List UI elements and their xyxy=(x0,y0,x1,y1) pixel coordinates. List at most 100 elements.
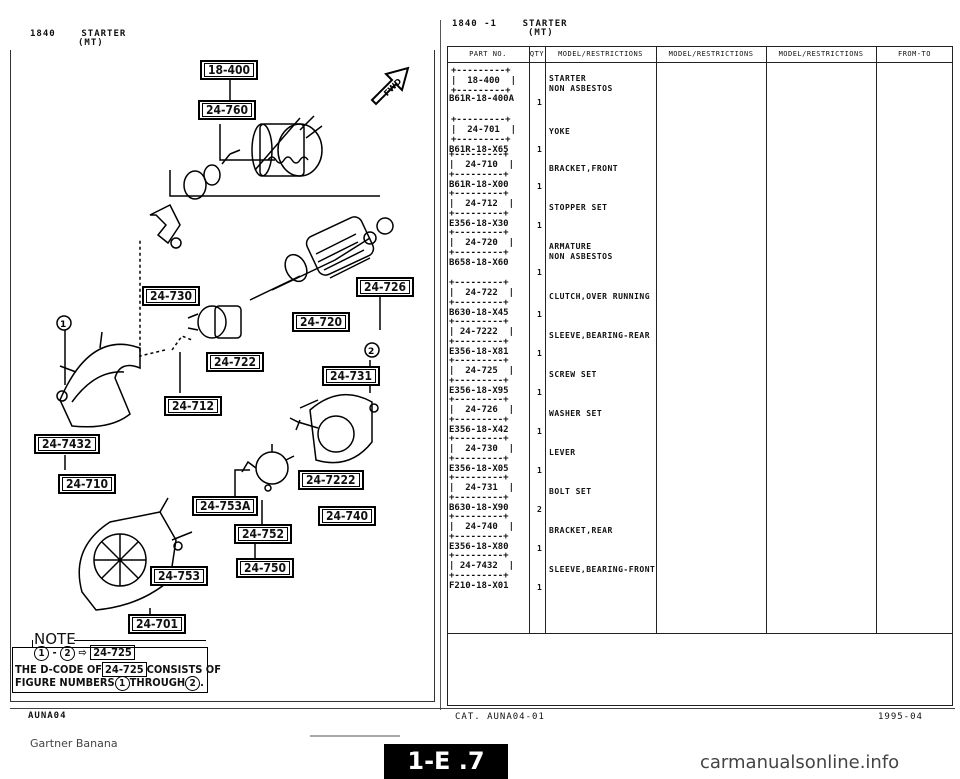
table-row: +---------+ | 24-720 | +---------+ B658-… xyxy=(449,228,612,277)
part-qty: 1 xyxy=(537,544,542,553)
col-rule xyxy=(876,46,877,633)
table-row: +---------+ | 24-726 | +---------+ E356-… xyxy=(449,395,602,436)
note-num-1: 1 xyxy=(34,646,49,661)
callout-2-circle xyxy=(364,342,380,358)
front-bracket-part xyxy=(56,331,141,428)
note-num-2: 2 xyxy=(60,646,75,661)
ref-tag-24-7432: 24-7432 xyxy=(34,434,100,454)
part-qty: 1 xyxy=(537,268,542,277)
disc-part xyxy=(183,170,207,200)
ref-box: +---------+ | 24-712 | +---------+ E356-… xyxy=(449,189,515,229)
ref-tag-24-710: 24-710 xyxy=(58,474,117,494)
table-header-rule xyxy=(447,62,953,63)
ref-tag-24-752: 24-752 xyxy=(234,524,293,544)
ref-code: 24-726 xyxy=(465,405,498,415)
left-header-title: STARTER xyxy=(81,29,127,39)
callout-2-label: 2 xyxy=(368,347,374,357)
left-header-code: 1840 xyxy=(30,29,56,39)
part-qty: 2 xyxy=(537,505,542,514)
part-desc: SLEEVE,BEARING-FRONT xyxy=(549,565,656,574)
part-number: E356-18-X30 xyxy=(449,219,509,229)
footer-date: 1995-04 xyxy=(878,712,923,722)
th-model-2: MODEL/RESTRICTIONS xyxy=(668,50,754,58)
brush-holder-part xyxy=(241,444,295,492)
table-row: +---------+ | 24-730 | +---------+ E356-… xyxy=(449,434,575,475)
part-desc: SCREW SET xyxy=(549,370,597,379)
ref-box: +---------+ | 24-722 | +---------+ B630-… xyxy=(449,278,515,318)
ref-code: 24-7432 xyxy=(459,561,498,571)
ref-box: +---------+ | 24-7222 | +---------+ E356… xyxy=(449,317,515,357)
note-tag: 24-725 xyxy=(90,645,135,660)
note-rule xyxy=(74,640,206,641)
table-row: +---------+ | 24-7222 | +---------+ E356… xyxy=(449,317,650,358)
washer-part xyxy=(376,217,394,235)
part-number: E356-18-X81 xyxy=(449,347,509,357)
lever-part xyxy=(149,203,181,245)
part-number: B630-18-X45 xyxy=(449,308,509,318)
spring-part xyxy=(267,156,309,164)
col-rule xyxy=(766,46,767,633)
th-model-3: MODEL/RESTRICTIONS xyxy=(778,50,864,58)
leader-line xyxy=(234,469,250,500)
diagram-frame xyxy=(10,50,435,702)
ref-code: 24-701 xyxy=(467,125,500,135)
ref-code: 24-7222 xyxy=(459,327,498,337)
leader-line xyxy=(171,335,193,351)
ref-tag-24-726: 24-726 xyxy=(356,277,415,297)
washer-part xyxy=(173,541,183,551)
note-frame xyxy=(12,647,208,693)
part-number: B61R-18-400A xyxy=(449,94,515,104)
footer-left-code: AUNA04 xyxy=(28,711,67,721)
clutch-part xyxy=(187,305,242,339)
ref-tag-24-712: 24-712 xyxy=(164,396,223,416)
ref-tag-24-720: 24-720 xyxy=(292,312,351,332)
ref-tag-24-753: 24-753 xyxy=(150,566,209,586)
right-header: 1840 -1 STARTER (MT) xyxy=(452,20,568,38)
note-rule xyxy=(32,640,33,647)
leader-line xyxy=(219,124,275,161)
parts-table xyxy=(447,46,953,706)
part-number: E356-18-X42 xyxy=(449,425,509,435)
part-qty: 1 xyxy=(537,145,542,154)
ref-code: 24-712 xyxy=(465,199,498,209)
part-number: B61R-18-X00 xyxy=(449,180,509,190)
pin-part xyxy=(170,237,182,249)
table-bottom-rule xyxy=(447,633,953,634)
ref-code: 24-740 xyxy=(465,522,498,532)
table-row: +---------+ | 24-725 | +---------+ E356-… xyxy=(449,356,596,397)
part-number: E356-18-X80 xyxy=(449,542,509,552)
part-desc: YOKE xyxy=(549,127,571,136)
left-header-subtitle: (MT) xyxy=(78,38,104,48)
part-desc: SLEEVE,BEARING-REAR xyxy=(549,331,651,340)
col-rule xyxy=(545,46,546,633)
ref-tag-24-722: 24-722 xyxy=(206,352,265,372)
part-desc: BOLT SET xyxy=(549,487,592,496)
ref-tag-24-7222: 24-7222 xyxy=(298,470,364,490)
part-desc: LEVER xyxy=(549,448,576,457)
part-qty: 1 xyxy=(537,310,542,319)
table-row: +---------+ | 24-740 | +---------+ E356-… xyxy=(449,512,612,553)
footer-cat: CAT. AUNA04-01 xyxy=(455,712,545,722)
left-header: 1840 STARTER (MT) xyxy=(30,30,126,48)
part-number: E356-18-X95 xyxy=(449,386,509,396)
washer-part xyxy=(363,231,377,245)
right-header-code: 1840 -1 xyxy=(452,19,497,29)
part-qty: 1 xyxy=(537,388,542,397)
part-qty: 1 xyxy=(537,466,542,475)
ref-box: +---------+ | 24-726 | +---------+ E356-… xyxy=(449,395,515,435)
watermark: carmanualsonline.info xyxy=(700,752,900,773)
table-row: +---------+ | 24-710 | +---------+ B61R-… xyxy=(449,150,618,191)
ref-code: 24-720 xyxy=(465,238,498,248)
part-qty: 1 xyxy=(537,182,542,191)
part-qty: 1 xyxy=(537,583,542,592)
footer-rule xyxy=(310,735,400,737)
ref-box: +---------+ | 24-730 | +---------+ E356-… xyxy=(449,434,515,474)
ref-tag-24-760: 24-760 xyxy=(198,100,257,120)
yoke-part xyxy=(289,393,373,464)
ref-tag-24-750: 24-750 xyxy=(236,558,295,578)
footer-credit: Gartner Banana xyxy=(30,737,118,750)
